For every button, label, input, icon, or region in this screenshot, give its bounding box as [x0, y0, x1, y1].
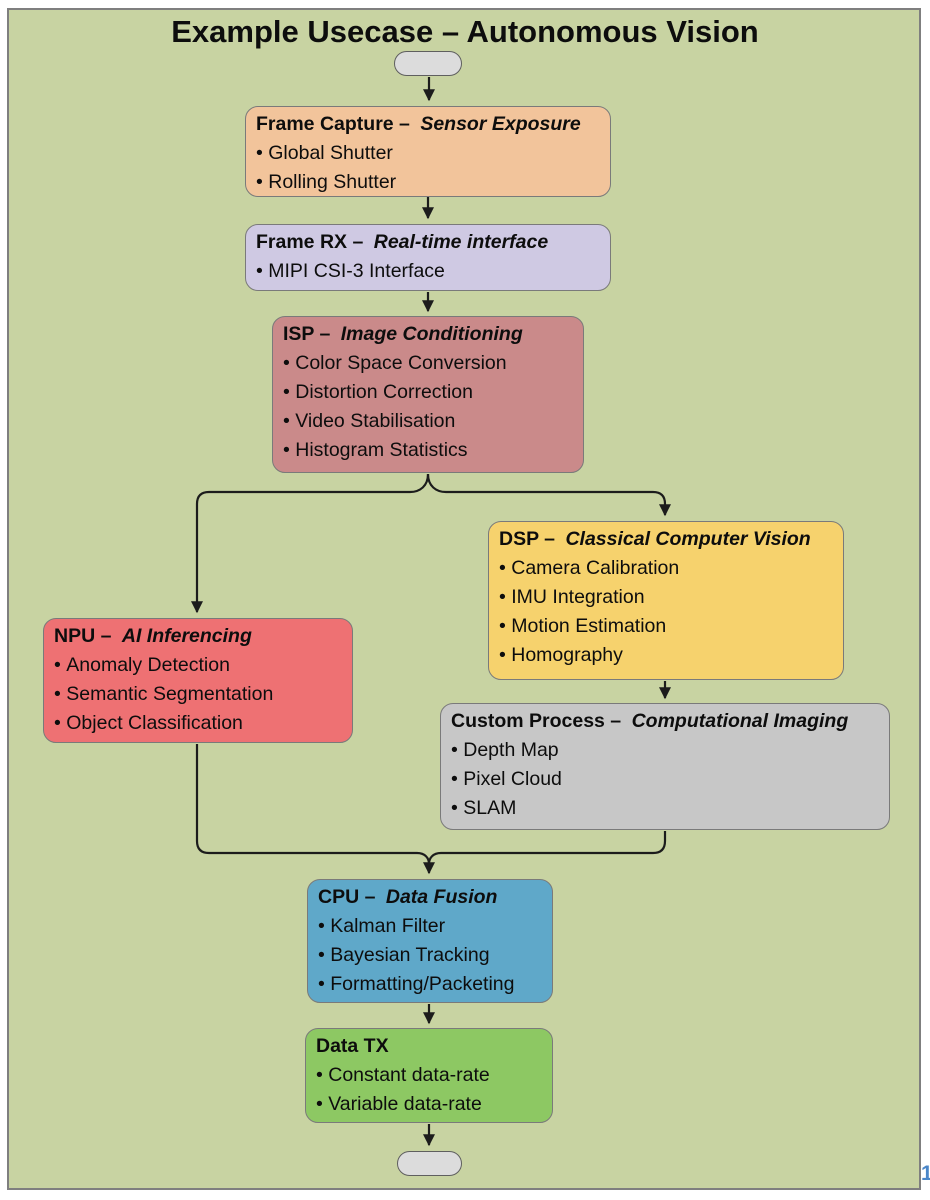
bullet-item: IMU Integration [499, 583, 833, 612]
node-heading: ISP – Image Conditioning [283, 320, 573, 349]
bullet-item: Histogram Statistics [283, 436, 573, 465]
start-terminal [394, 51, 462, 76]
bullet-item: Camera Calibration [499, 554, 833, 583]
node-frame-rx: Frame RX – Real-time interface MIPI CSI-… [245, 224, 611, 291]
bullet-item: Color Space Conversion [283, 349, 573, 378]
node-subtitle: Sensor Exposure [420, 113, 581, 135]
node-title: Data TX [316, 1035, 389, 1057]
node-heading: Custom Process – Computational Imaging [451, 707, 879, 736]
bullet-item: Rolling Shutter [256, 168, 600, 197]
node-npu: NPU – AI Inferencing Anomaly Detection S… [43, 618, 353, 743]
node-subtitle: Image Conditioning [340, 323, 523, 345]
node-title: Custom Process – [451, 710, 622, 732]
bullet-item: Object Classification [54, 709, 342, 738]
node-heading: Data TX [316, 1032, 542, 1061]
node-frame-capture: Frame Capture – Sensor Exposure Global S… [245, 106, 611, 197]
bullet-item: Anomaly Detection [54, 651, 342, 680]
bullet-item: MIPI CSI-3 Interface [256, 257, 600, 286]
node-heading: NPU – AI Inferencing [54, 622, 342, 651]
bullet-item: Kalman Filter [318, 912, 542, 941]
bullet-item: Formatting/Packeting [318, 970, 542, 999]
node-title: Frame RX – [256, 231, 364, 253]
node-bullets: MIPI CSI-3 Interface [256, 257, 600, 286]
bullet-item: Distortion Correction [283, 378, 573, 407]
node-dsp: DSP – Classical Computer Vision Camera C… [488, 521, 844, 680]
node-title: DSP – [499, 528, 556, 550]
bullet-item: Global Shutter [256, 139, 600, 168]
bullet-item: Depth Map [451, 736, 879, 765]
node-heading: Frame RX – Real-time interface [256, 228, 600, 257]
bullet-item: Motion Estimation [499, 612, 833, 641]
node-subtitle: Computational Imaging [631, 710, 849, 732]
node-subtitle: Real-time interface [373, 231, 549, 253]
node-isp: ISP – Image Conditioning Color Space Con… [272, 316, 584, 473]
node-heading: Frame Capture – Sensor Exposure [256, 110, 600, 139]
node-data-tx: Data TX Constant data-rate Variable data… [305, 1028, 553, 1123]
bullet-item: SLAM [451, 794, 879, 823]
node-title: CPU – [318, 886, 376, 908]
node-bullets: Anomaly Detection Semantic Segmentation … [54, 651, 342, 738]
node-bullets: Depth Map Pixel Cloud SLAM [451, 736, 879, 823]
bullet-item: Pixel Cloud [451, 765, 879, 794]
node-title: NPU – [54, 625, 112, 647]
node-subtitle: AI Inferencing [121, 625, 252, 647]
node-cpu: CPU – Data Fusion Kalman Filter Bayesian… [307, 879, 553, 1003]
node-bullets: Global Shutter Rolling Shutter [256, 139, 600, 197]
bullet-item: Bayesian Tracking [318, 941, 542, 970]
bullet-item: Variable data-rate [316, 1090, 542, 1119]
node-title: Frame Capture – [256, 113, 410, 135]
node-custom-process: Custom Process – Computational Imaging D… [440, 703, 890, 830]
node-bullets: Kalman Filter Bayesian Tracking Formatti… [318, 912, 542, 999]
node-bullets: Color Space Conversion Distortion Correc… [283, 349, 573, 465]
node-subtitle: Classical Computer Vision [565, 528, 811, 550]
node-heading: DSP – Classical Computer Vision [499, 525, 833, 554]
node-bullets: Constant data-rate Variable data-rate [316, 1061, 542, 1119]
node-bullets: Camera Calibration IMU Integration Motio… [499, 554, 833, 670]
node-heading: CPU – Data Fusion [318, 883, 542, 912]
slide-number: 1 [921, 1162, 930, 1185]
bullet-item: Semantic Segmentation [54, 680, 342, 709]
bullet-item: Constant data-rate [316, 1061, 542, 1090]
node-subtitle: Data Fusion [385, 886, 498, 908]
node-title: ISP – [283, 323, 331, 345]
bullet-item: Homography [499, 641, 833, 670]
page-title: Example Usecase – Autonomous Vision [171, 14, 759, 49]
end-terminal [397, 1151, 462, 1176]
bullet-item: Video Stabilisation [283, 407, 573, 436]
